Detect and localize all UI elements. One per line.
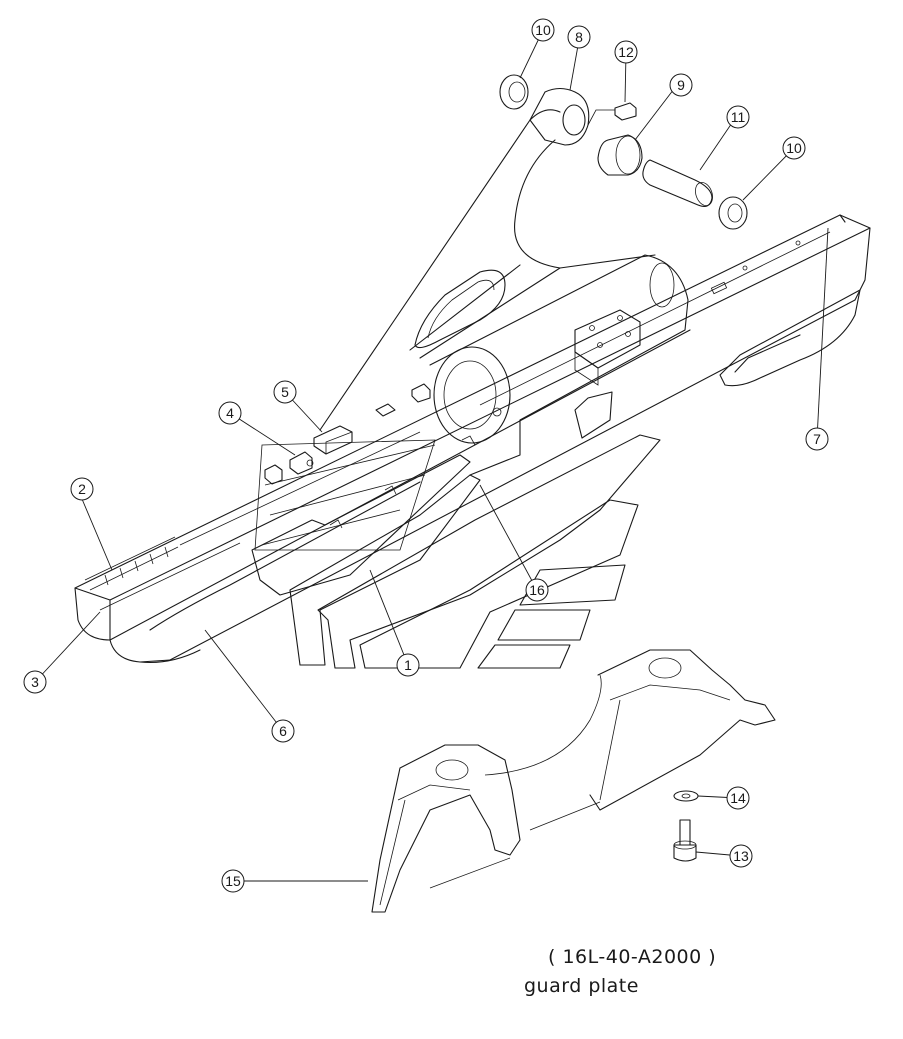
callout-6: 6 [271,719,295,743]
drawing-code: ( 16L-40-A2000 ) [548,946,717,968]
callout-label: 14 [730,790,746,806]
callout-8: 8 [567,25,591,49]
callout-label: 2 [78,481,86,497]
callout-4: 4 [218,401,242,425]
arm-upper-link [319,109,656,431]
lower-guard-15 [371,649,776,913]
callout-10-top: 10 [531,18,555,42]
callout-label: 10 [535,22,551,38]
callout-3: 3 [23,670,47,694]
callout-12: 12 [614,40,638,64]
callout-label: 12 [618,44,634,60]
callout-label: 15 [225,873,241,889]
pin-assembly [499,74,748,230]
small-blocks [264,383,476,529]
callout-5: 5 [273,380,297,404]
callout-9: 9 [669,73,693,97]
callout-15: 15 [221,869,245,893]
callout-label: 6 [279,723,287,739]
callout-label: 16 [529,582,545,598]
callout-13: 13 [729,844,753,868]
callout-label: 11 [731,109,746,125]
callout-7: 7 [805,427,829,451]
callout-label: 3 [31,674,39,690]
callout-label: 13 [733,848,749,864]
side-guard-plates [251,434,661,669]
callout-16: 16 [525,578,549,602]
callout-label: 4 [226,405,234,421]
arm-frame [74,214,871,664]
callout-label: 10 [786,140,802,156]
callout-1: 1 [396,653,420,677]
callout-label: 5 [281,384,289,400]
callout-2: 2 [70,477,94,501]
callout-label: 7 [813,431,821,447]
callout-11: 11 [726,105,750,129]
drawing-title: guard plate [524,975,639,997]
callout-14: 14 [726,786,750,810]
callout-10-right: 10 [782,136,806,160]
leader-lines [34,29,829,882]
callout-label: 8 [575,29,583,45]
callout-label: 1 [404,657,412,673]
callout-label: 9 [677,77,685,93]
boss-housing [429,254,689,476]
